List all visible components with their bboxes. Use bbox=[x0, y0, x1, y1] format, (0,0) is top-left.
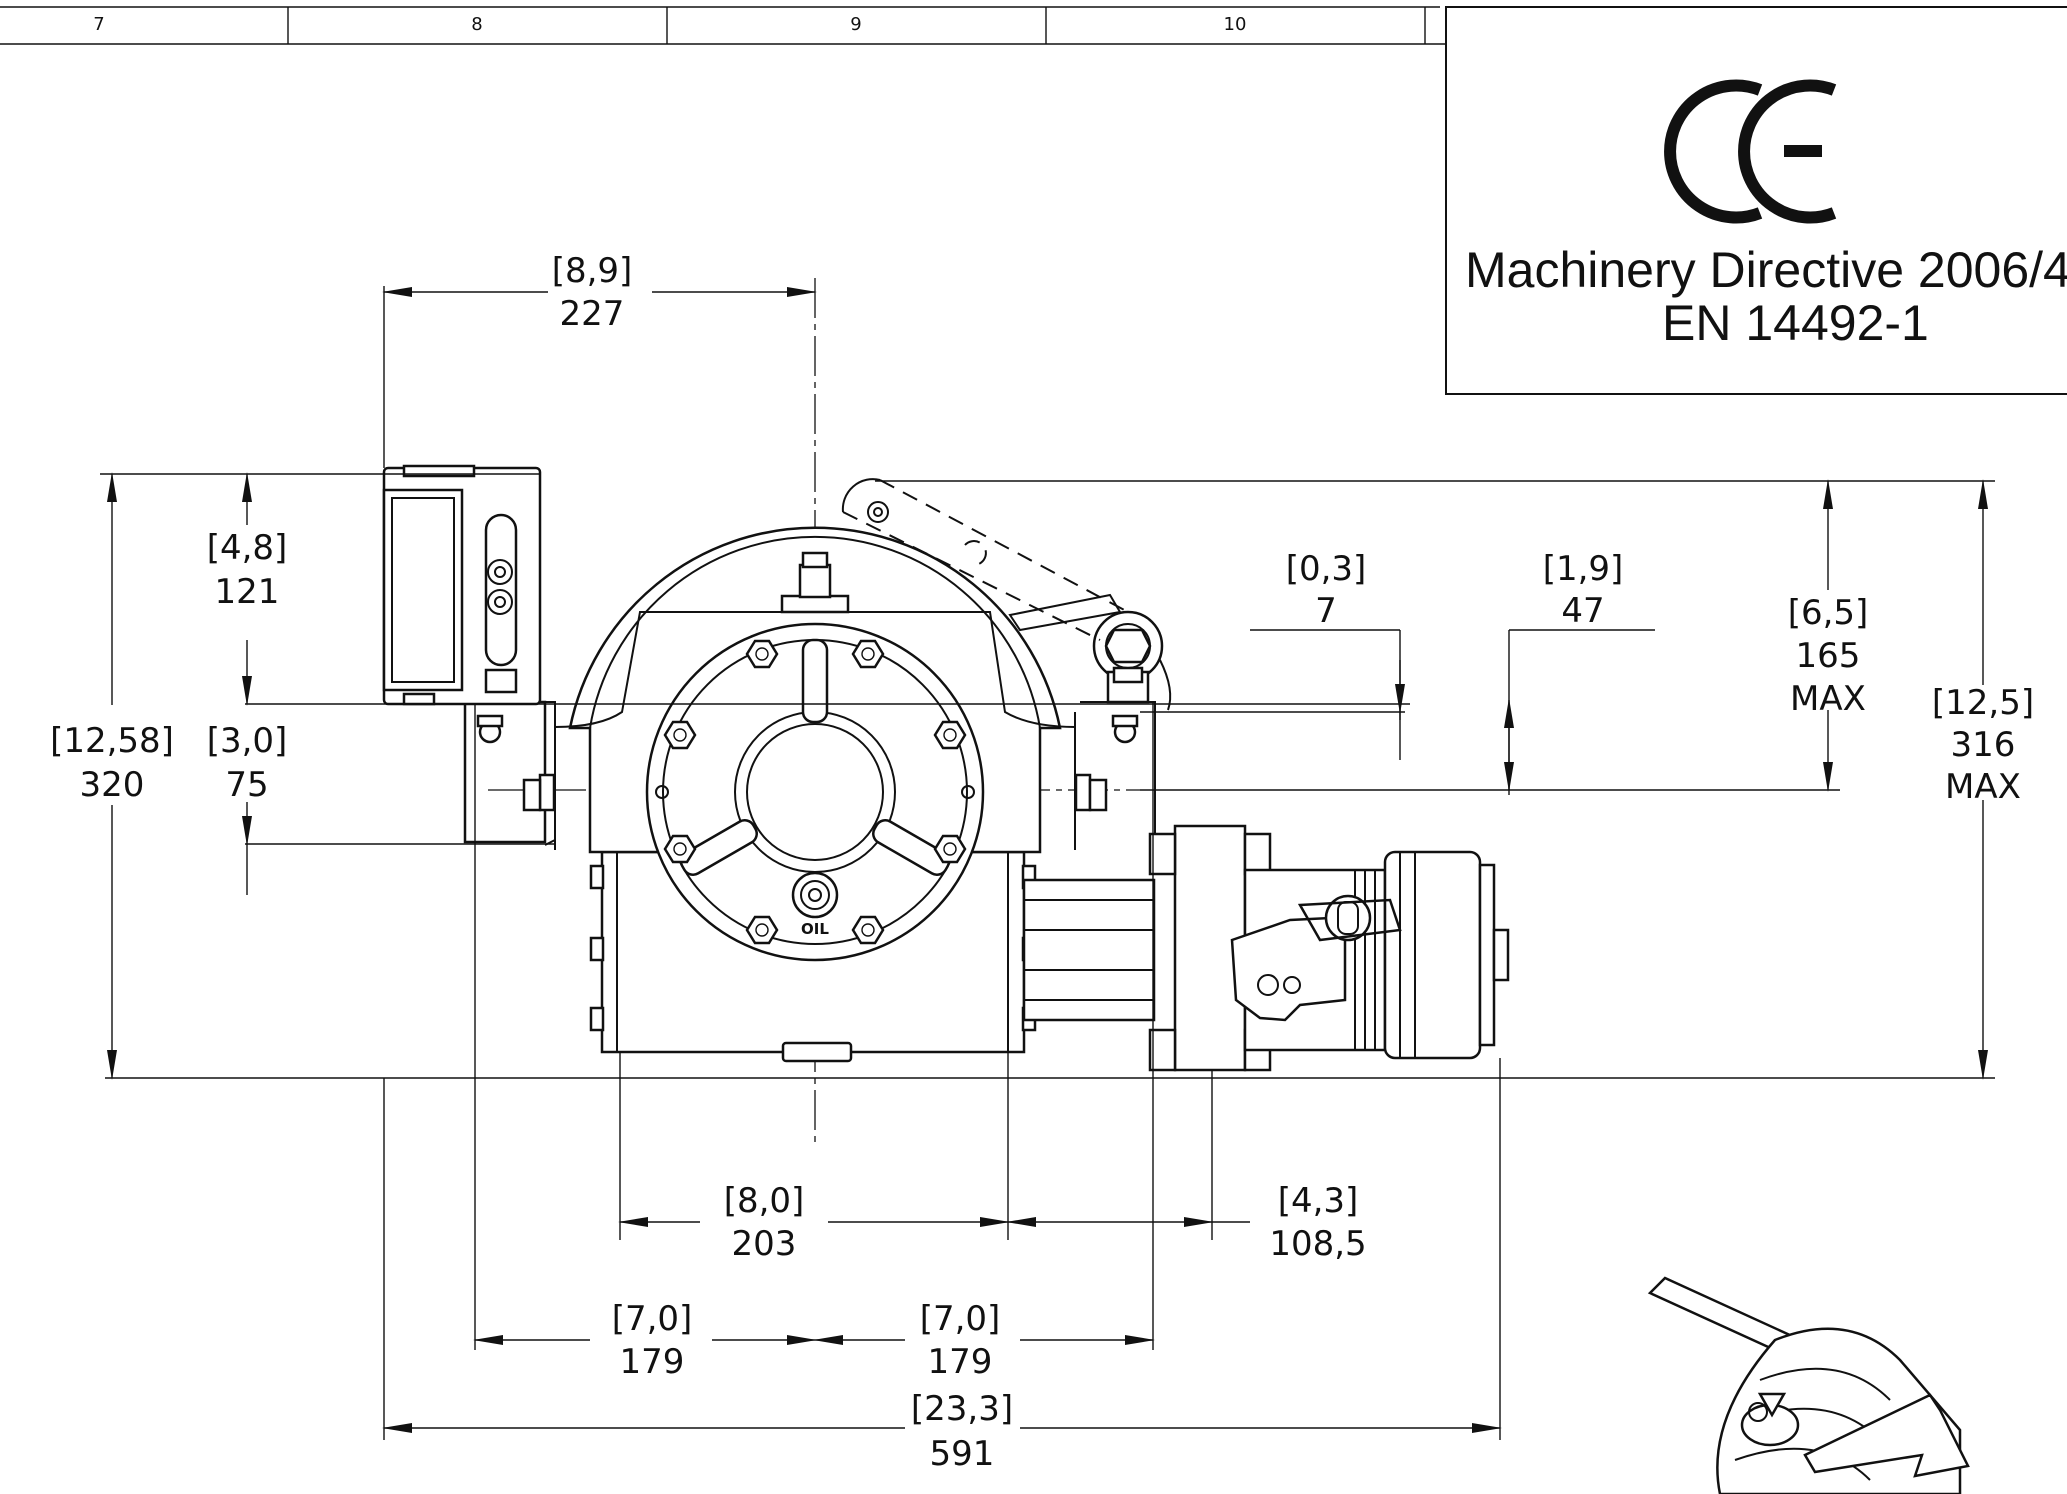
dim-75-inch: [3,0] bbox=[207, 721, 288, 761]
zone-label-8: 8 bbox=[471, 14, 482, 35]
dim-320-inch: [12,58] bbox=[50, 721, 174, 761]
dim-591-mm: 591 bbox=[930, 1434, 995, 1474]
dim-179-left-mm: 179 bbox=[620, 1342, 685, 1382]
zone-border: 7 8 9 10 bbox=[0, 6, 1445, 45]
dim-108-inch: [4,3] bbox=[1278, 1181, 1359, 1221]
dimension-labels: [8,9] 227 [4,8] 121 [12,58] 320 [3,0] 75… bbox=[50, 251, 2034, 1474]
dim-47-mm: 47 bbox=[1561, 591, 1604, 631]
dim-591-inch: [23,3] bbox=[911, 1389, 1013, 1429]
standard-text: EN 14492-1 bbox=[1662, 295, 1929, 351]
zone-label-7: 7 bbox=[93, 14, 104, 35]
dim-316-note: MAX bbox=[1945, 767, 2021, 807]
dim-165-inch: [6,5] bbox=[1788, 593, 1869, 633]
dim-179-right-inch: [7,0] bbox=[920, 1299, 1001, 1339]
dim-227-inch: [8,9] bbox=[552, 251, 633, 291]
isometric-preview bbox=[1647, 1276, 1970, 1494]
dim-7-inch: [0,3] bbox=[1286, 549, 1367, 589]
oil-label: OIL bbox=[801, 920, 829, 938]
disk-bolts bbox=[655, 639, 975, 945]
zone-label-10: 10 bbox=[1224, 14, 1247, 35]
dimension-lines bbox=[107, 287, 1988, 1433]
dim-108-mm: 108,5 bbox=[1269, 1224, 1366, 1264]
dim-121-inch: [4,8] bbox=[207, 528, 288, 568]
directive-text: Machinery Directive 2006/42/CE bbox=[1465, 242, 2067, 298]
dim-316-inch: [12,5] bbox=[1932, 683, 2034, 723]
zone-label-9: 9 bbox=[850, 14, 861, 35]
extension-lines bbox=[100, 286, 1995, 1440]
ce-mark-logo bbox=[1664, 79, 1837, 224]
dim-320-mm: 320 bbox=[80, 765, 145, 805]
dim-227-mm: 227 bbox=[560, 294, 625, 334]
dim-47-inch: [1,9] bbox=[1543, 549, 1624, 589]
ce-certification-box: Machinery Directive 2006/42/CE EN 14492-… bbox=[1445, 6, 2067, 395]
dim-316-mm: 316 bbox=[1951, 725, 2016, 765]
dim-165-mm: 165 bbox=[1796, 636, 1861, 676]
dim-179-left-inch: [7,0] bbox=[612, 1299, 693, 1339]
dim-121-mm: 121 bbox=[215, 572, 280, 612]
dim-203-mm: 203 bbox=[732, 1224, 797, 1264]
dim-203-inch: [8,0] bbox=[724, 1181, 805, 1221]
dim-75-mm: 75 bbox=[225, 765, 268, 805]
dim-7-mm: 7 bbox=[1315, 591, 1337, 631]
gearbox-part-drawing: OIL bbox=[382, 464, 1510, 1072]
dim-165-note: MAX bbox=[1790, 679, 1866, 719]
dim-179-right-mm: 179 bbox=[928, 1342, 993, 1382]
